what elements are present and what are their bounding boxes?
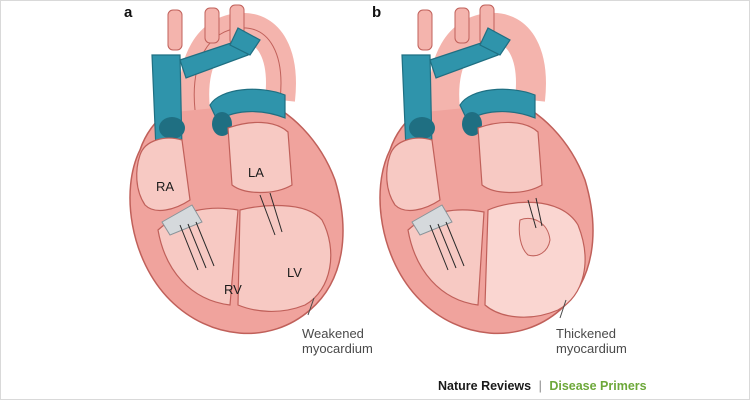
callout-line-2: myocardium <box>556 341 627 356</box>
heart-a-diagram <box>129 4 344 335</box>
journal-name: Nature Reviews <box>438 379 532 393</box>
ra-label: RA <box>156 179 175 194</box>
weakened-myocardium-callout: Weakened myocardium <box>302 326 373 356</box>
panel-a-label: a <box>124 4 133 21</box>
la-label: LA <box>248 165 264 180</box>
callout-line-1: Thickened <box>556 326 616 341</box>
panel-b-label: b <box>372 4 382 21</box>
series-name: Disease Primers <box>549 379 647 393</box>
callout-line-1: Weakened <box>302 326 364 341</box>
credit-separator: | <box>538 379 542 393</box>
thickened-myocardium-callout: Thickened myocardium <box>556 326 627 356</box>
heart-b-diagram <box>379 4 594 335</box>
lv-label: LV <box>287 265 302 280</box>
rv-label: RV <box>224 282 242 297</box>
callout-line-2: myocardium <box>302 341 373 356</box>
journal-credit: Nature Reviews | Disease Primers <box>438 379 647 393</box>
